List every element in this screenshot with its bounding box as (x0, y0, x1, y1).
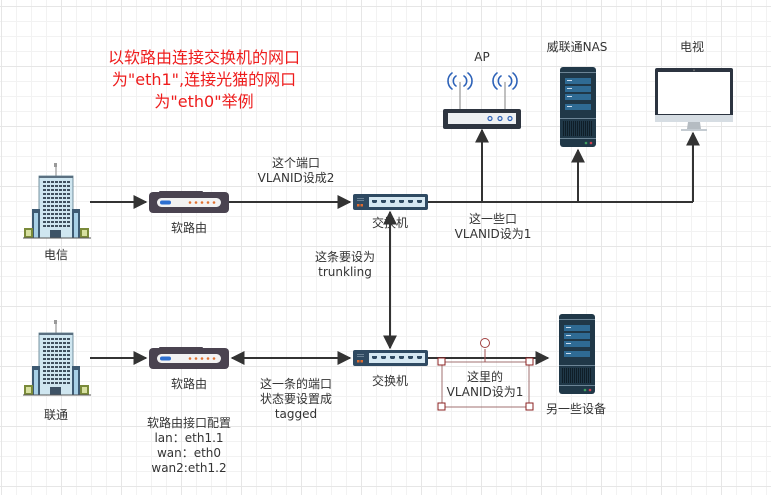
selected-edge-label[interactable]: 这里的 VLANID设为1 (447, 370, 524, 400)
label-line: tagged (274, 407, 318, 421)
label-line: trunkling (318, 265, 372, 279)
config-line-wan2: wan2:eth1.2 (151, 461, 227, 475)
label-line: VLANID设成2 (257, 171, 335, 185)
label-line: VLANID设为1 (454, 227, 532, 241)
switch-label: 交换机 (371, 374, 409, 388)
label-line: 这一条的端口 (259, 377, 333, 391)
resize-handle (525, 357, 534, 366)
resize-handle (525, 402, 534, 411)
server-icon[interactable] (558, 313, 596, 395)
label-line: 这里的 (466, 370, 503, 384)
building-icon[interactable] (22, 161, 92, 241)
edge-label-router-switch-top[interactable]: 这个端口 VLANID设成2 (258, 156, 335, 186)
router-config-note[interactable]: 软路由接口配置 lan：eth1.1 wan：eth0 wan2:eth1.2 (147, 416, 231, 476)
resize-handle (437, 357, 446, 366)
edge-label-trunk[interactable]: 这条要设为 trunkling (315, 250, 375, 280)
tv-monitor-icon[interactable] (654, 67, 734, 133)
edge-label-switch-devices[interactable]: 这一些口 VLANID设为1 (455, 212, 532, 242)
switch-icon[interactable] (353, 350, 429, 366)
tv-label: 电视 (679, 40, 705, 54)
nas-server-icon[interactable] (559, 66, 597, 148)
config-line-wan: wan：eth0 (156, 446, 222, 460)
rotate-handle (480, 338, 490, 348)
config-title: 软路由接口配置 (146, 416, 232, 430)
ap-label: AP (474, 50, 490, 64)
label-line: 这一些口 (468, 212, 517, 226)
other-devices-label: 另一些设备 (545, 402, 607, 416)
label-line: VLANID设为1 (446, 385, 524, 399)
access-point-icon[interactable] (440, 68, 524, 130)
label-line: 这条要设为 (314, 250, 376, 264)
label-line: 这个端口 (271, 156, 320, 170)
switch-icon[interactable] (353, 194, 429, 210)
building-icon[interactable] (22, 318, 92, 398)
router-icon[interactable] (149, 191, 230, 214)
note-line: 为"eth0"举例 (154, 92, 254, 111)
unicom-label: 联通 (43, 408, 69, 422)
note-line: 以软路由连接交换机的网口 (107, 48, 301, 67)
router-icon[interactable] (149, 347, 230, 370)
edge-label-router-switch-bottom[interactable]: 这一条的端口 状态要设置成 tagged (260, 377, 332, 422)
selection-box[interactable] (437, 338, 534, 411)
config-line-lan: lan：eth1.1 (154, 431, 224, 445)
telecom-label: 电信 (43, 248, 69, 262)
switch-label: 交换机 (371, 216, 409, 230)
nas-label: 威联通NAS (546, 40, 608, 54)
label-line: 状态要设置成 (259, 392, 333, 406)
router-label: 软路由 (170, 377, 208, 391)
resize-handle (437, 402, 446, 411)
note-text: 以软路由连接交换机的网口 为"eth1",连接光猫的网口 为"eth0"举例 (108, 47, 300, 113)
note-line: 为"eth1",连接光猫的网口 (111, 70, 297, 89)
router-label: 软路由 (170, 221, 208, 235)
